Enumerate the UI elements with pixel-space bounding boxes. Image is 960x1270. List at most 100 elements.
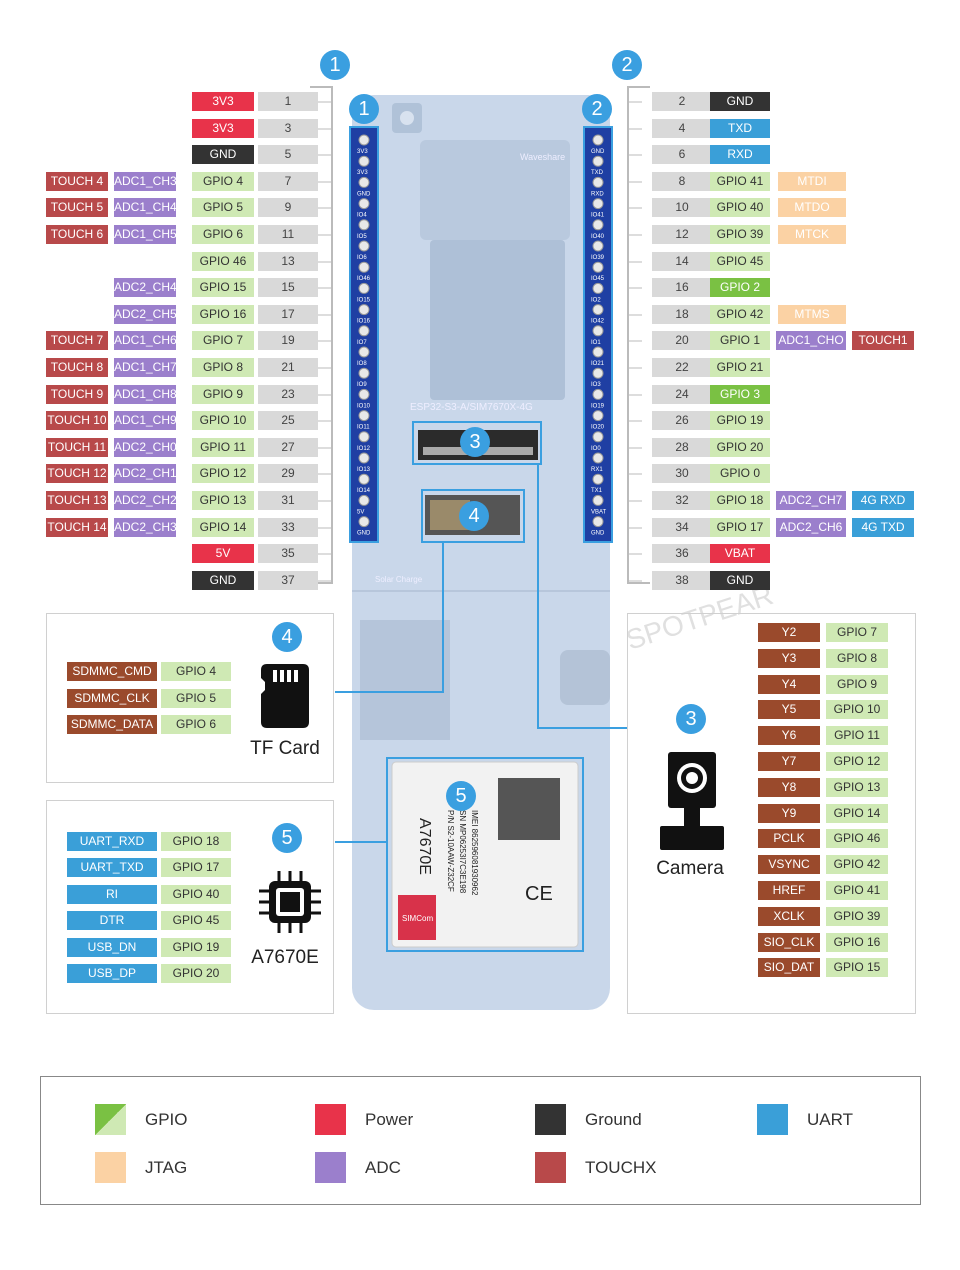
pin-silkscreen: IO46 [357, 276, 371, 282]
cam-connector-highlight [412, 421, 542, 465]
pin-function-label: VBAT [710, 544, 770, 563]
pin-number: 28 [652, 438, 712, 457]
signal-label: PCLK [758, 829, 820, 848]
pin-number: 38 [652, 571, 712, 590]
pin-silkscreen: TXD [591, 170, 604, 176]
pin-silkscreen: IO0 [591, 446, 601, 452]
pin-function-label: TOUCH 5 [46, 198, 108, 217]
header-pin [358, 304, 370, 316]
pin-silkscreen: GND [591, 149, 605, 155]
pin-number: 34 [652, 518, 712, 537]
header-pin [358, 219, 370, 231]
header-pin [592, 325, 604, 337]
gpio-label: GPIO 4 [161, 662, 231, 681]
header-pin [592, 240, 604, 252]
board-solar-text: Solar Charge [375, 575, 423, 584]
pin-number: 27 [258, 438, 318, 457]
pin-function-label: GPIO 39 [710, 225, 770, 244]
header-pin [358, 176, 370, 188]
pin-silkscreen: IO40 [591, 234, 605, 240]
pin-function-label: MTMS [778, 305, 846, 324]
pin-function-label: ADC1_CH9 [114, 411, 176, 430]
header-pin [358, 282, 370, 294]
header-pin [358, 155, 370, 167]
signal-label: Y9 [758, 804, 820, 823]
header-pin [358, 516, 370, 528]
pin-silkscreen: IO6 [357, 255, 367, 261]
legend-label: TOUCHX [585, 1158, 657, 1177]
tf-card-caption: TF Card [250, 738, 320, 759]
badge-right-header-outer: 2 [612, 50, 642, 80]
pin-function-label: ADC1_CHO [776, 331, 846, 350]
right-bracket [627, 86, 650, 584]
pin-silkscreen: IO20 [591, 425, 605, 431]
pin-function-label: GPIO 2 [710, 278, 770, 297]
header-pin [592, 473, 604, 485]
pin-function-label: 4G RXD [852, 491, 914, 510]
pin-function-label: GPIO 45 [710, 252, 770, 271]
legend-label: JTAG [145, 1158, 188, 1177]
pin-function-label: GPIO 41 [710, 172, 770, 191]
legend-swatch-touch [535, 1152, 566, 1183]
gpio-label: GPIO 17 [161, 858, 231, 877]
module-highlight [386, 757, 584, 952]
pin-function-label: ADC2_CH7 [776, 491, 846, 510]
header-pin [592, 516, 604, 528]
pin-number: 8 [652, 172, 712, 191]
pin-silkscreen: TX1 [591, 488, 603, 494]
pin-number: 11 [258, 225, 318, 244]
signal-label: XCLK [758, 907, 820, 926]
pin-function-label: GPIO 42 [710, 305, 770, 324]
signal-label: Y3 [758, 649, 820, 668]
pin-silkscreen: IO5 [357, 234, 367, 240]
camera-caption: Camera [656, 858, 724, 879]
signal-label: Y7 [758, 752, 820, 771]
header-pin [592, 261, 604, 273]
pin-number: 36 [652, 544, 712, 563]
gpio-label: GPIO 7 [826, 623, 888, 642]
header-pin [358, 346, 370, 358]
gpio-label: GPIO 15 [826, 958, 888, 977]
legend-label: Power [365, 1110, 414, 1129]
pin-function-label: GPIO 3 [710, 385, 770, 404]
pin-function-label: GND [192, 571, 254, 590]
pin-number: 9 [258, 198, 318, 217]
pin-function-label: TOUCH 4 [46, 172, 108, 191]
pin-number: 19 [258, 331, 318, 350]
signal-label: VSYNC [758, 855, 820, 874]
header-pin [592, 346, 604, 358]
header-pin [358, 431, 370, 443]
legend-swatch-ground [535, 1104, 566, 1135]
gpio-label: GPIO 18 [161, 832, 231, 851]
signal-label: Y4 [758, 675, 820, 694]
pin-silkscreen: GND [591, 531, 605, 537]
header-pin [358, 198, 370, 210]
legend-label: GPIO [145, 1110, 188, 1129]
pin-function-label: GPIO 11 [192, 438, 254, 457]
pin-number: 12 [652, 225, 712, 244]
pin-function-label: GPIO 13 [192, 491, 254, 510]
pin-number: 22 [652, 358, 712, 377]
pin-function-label: ADC2_CH6 [776, 518, 846, 537]
header-pin [592, 452, 604, 464]
pin-function-label: TOUCH 10 [46, 411, 108, 430]
header-pin [592, 431, 604, 443]
pin-number: 17 [258, 305, 318, 324]
legend-label: ADC [365, 1158, 401, 1177]
signal-label: SDMMC_CMD [67, 662, 157, 681]
pin-silkscreen: IO7 [357, 340, 367, 346]
pin-function-label: ADC1_CH8 [114, 385, 176, 404]
header-pin [358, 367, 370, 379]
signal-label: USB_DN [67, 938, 157, 957]
pin-function-label: TOUCH 11 [46, 438, 108, 457]
signal-label: SDMMC_DATA [67, 715, 157, 734]
header-pin [592, 282, 604, 294]
pin-function-label: GPIO 16 [192, 305, 254, 324]
legend-label: UART [807, 1110, 853, 1129]
pin-number: 33 [258, 518, 318, 537]
pin-number: 13 [258, 252, 318, 271]
pin-function-label: ADC2_CH3 [114, 518, 176, 537]
